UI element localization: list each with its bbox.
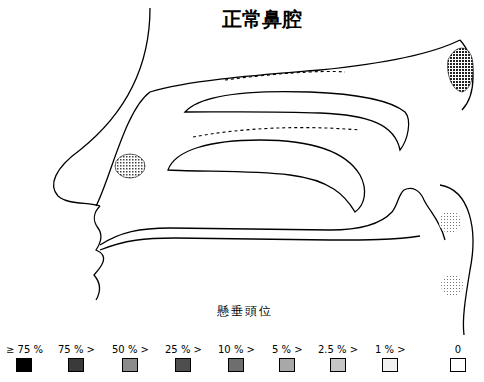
legend-item: ≥ 75 % xyxy=(6,344,43,372)
legend-item: 50 % > xyxy=(112,344,149,372)
legend-text: 5 % > xyxy=(272,344,303,355)
legend-swatch xyxy=(228,358,244,372)
legend-item: 5 % > xyxy=(272,344,303,372)
legend-swatch xyxy=(122,358,138,372)
legend-swatch xyxy=(450,358,466,372)
legend-item: 10 % > xyxy=(218,344,255,372)
diagram-title: 正常鼻腔 xyxy=(222,6,302,33)
legend-text: 25 % > xyxy=(165,344,202,355)
legend-text: ≥ 75 % xyxy=(6,344,43,355)
legend-text: 50 % > xyxy=(112,344,149,355)
head-position-label: 懸垂頭位 xyxy=(217,303,273,320)
legend-swatch xyxy=(68,358,84,372)
legend-swatch xyxy=(16,358,32,372)
legend-item: 2.5 % > xyxy=(318,344,358,372)
legend-swatch xyxy=(279,358,295,372)
legend-item: 0 xyxy=(450,344,466,372)
legend-text: 10 % > xyxy=(218,344,255,355)
legend-text: 2.5 % > xyxy=(318,344,358,355)
legend-text: 75 % > xyxy=(58,344,95,355)
legend-item: 25 % > xyxy=(165,344,202,372)
legend-text: 0 xyxy=(450,344,466,355)
legend-swatch xyxy=(330,358,346,372)
legend-swatch xyxy=(175,358,191,372)
legend-item: 1 % > xyxy=(375,344,406,372)
legend-item: 75 % > xyxy=(58,344,95,372)
legend-text: 1 % > xyxy=(375,344,406,355)
legend-swatch xyxy=(382,358,398,372)
